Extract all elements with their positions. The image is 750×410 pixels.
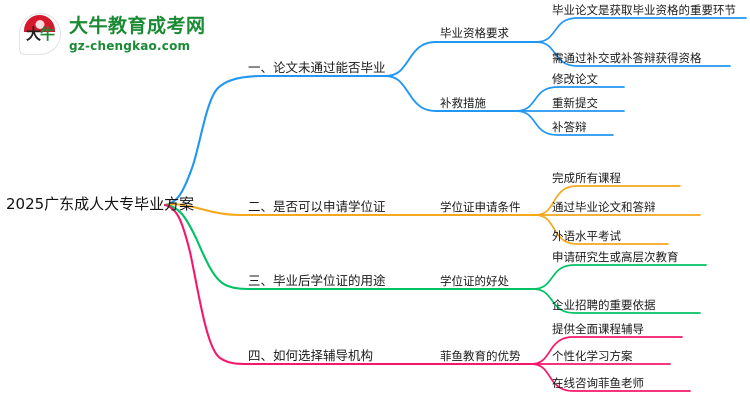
branch-1-child-2[interactable]: 补救措施 xyxy=(440,96,486,110)
logo-subtitle: gz-chengkao.com xyxy=(69,38,191,53)
edge-root-to-branch4 xyxy=(163,203,250,366)
branch-4-child-1[interactable]: 菲鱼教育的优势 xyxy=(440,349,521,363)
logo-mark-text: 大牛 xyxy=(18,26,62,42)
site-logo: 大牛 大牛教育成考网 gz-chengkao.com xyxy=(18,10,228,58)
branch-1-child-2-leaf-2[interactable]: 重新提交 xyxy=(552,96,598,110)
mindmap-root-node[interactable]: 2025广东成人大专毕业方案 xyxy=(6,195,195,213)
logo-arc-shape xyxy=(24,15,55,32)
branch-2-child-1[interactable]: 学位证申请条件 xyxy=(440,200,521,214)
edge-root-to-branch1 xyxy=(163,74,264,207)
branch-node-3[interactable]: 三、毕业后学位证的用途 xyxy=(248,273,386,288)
logo-mark-char-2: 牛 xyxy=(40,25,55,43)
edge-branch1-to-child1 xyxy=(384,41,537,77)
logo-wordmark: 大牛教育成考网 gz-chengkao.com xyxy=(69,14,206,53)
edge-root-to-branch3 xyxy=(163,203,254,291)
branch-3-child-1[interactable]: 学位证的好处 xyxy=(440,274,509,288)
branch-1-child-2-leaf-1[interactable]: 修改论文 xyxy=(552,72,598,86)
logo-title: 大牛教育成考网 xyxy=(69,14,206,37)
branch-2-child-1-leaf-2[interactable]: 通过毕业论文和答辩 xyxy=(552,200,656,214)
branch-4-child-1-leaf-3[interactable]: 在线咨询菲鱼老师 xyxy=(552,376,644,390)
branch-1-child-1[interactable]: 毕业资格要求 xyxy=(440,26,509,40)
edge-child4-to-leaf1 xyxy=(532,264,707,290)
branch-node-4[interactable]: 四、如何选择辅导机构 xyxy=(248,348,374,363)
branch-node-1[interactable]: 一、论文未通过能否毕业 xyxy=(248,60,386,75)
branch-node-2[interactable]: 二、是否可以申请学位证 xyxy=(248,199,386,214)
branch-2-child-1-leaf-3[interactable]: 外语水平考试 xyxy=(552,229,621,243)
branch-4-child-1-leaf-1[interactable]: 提供全面课程辅导 xyxy=(552,322,644,336)
branch-4-child-1-leaf-2[interactable]: 个性化学习方案 xyxy=(552,349,633,363)
logo-mark-char-1: 大 xyxy=(25,25,41,43)
edge-child1-to-leaf1 xyxy=(535,17,747,43)
logo-bubble-icon: 大牛 xyxy=(18,12,62,56)
branch-1-child-1-leaf-2[interactable]: 需通过补交或补答辩获得资格 xyxy=(552,51,702,65)
branch-1-child-2-leaf-3[interactable]: 补答辩 xyxy=(552,120,587,134)
branch-3-child-1-leaf-2[interactable]: 企业招聘的重要依据 xyxy=(552,298,656,312)
branch-1-child-1-leaf-1[interactable]: 毕业论文是获取毕业资格的重要环节 xyxy=(552,3,736,17)
branch-3-child-1-leaf-1[interactable]: 申请研究生或高层次教育 xyxy=(552,250,679,264)
branch-2-child-1-leaf-1[interactable]: 完成所有课程 xyxy=(552,171,621,185)
